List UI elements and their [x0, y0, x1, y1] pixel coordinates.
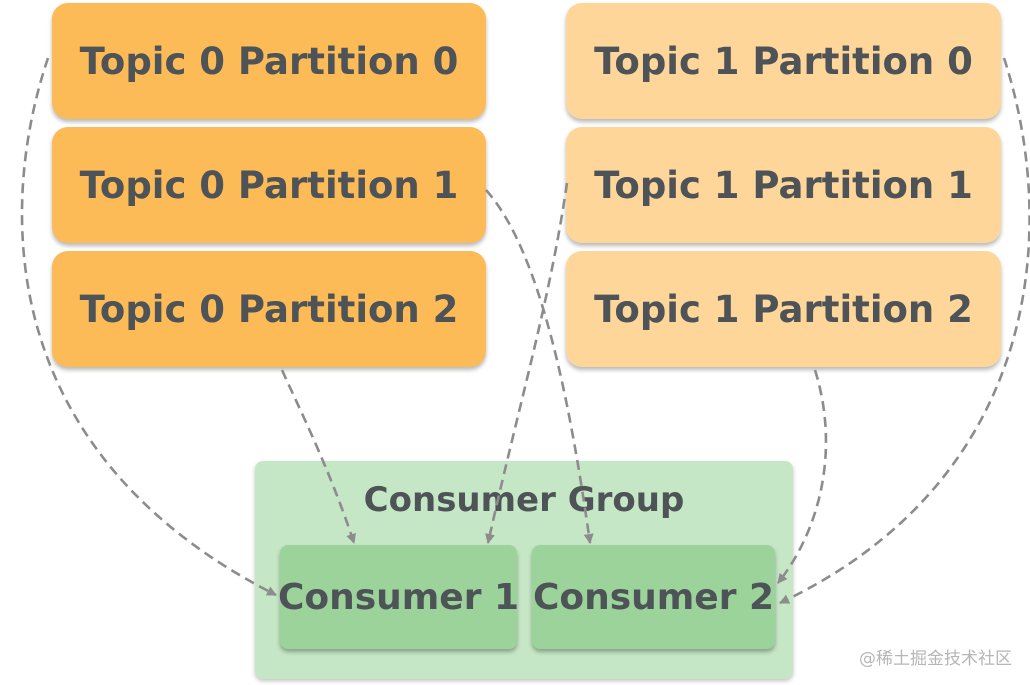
watermark: @稀土掘金技术社区: [859, 649, 1012, 669]
consumer-2: Consumer 2: [532, 545, 775, 649]
topic1-partition1: Topic 1 Partition 1: [566, 127, 1001, 243]
topic0-partition1: Topic 0 Partition 1: [52, 127, 486, 243]
topic1-partition2: Topic 1 Partition 2: [566, 251, 1001, 367]
topic1-partition0: Topic 1 Partition 0: [566, 3, 1001, 119]
consumer-1: Consumer 1: [278, 545, 519, 649]
topic0-partition0: Topic 0 Partition 0: [52, 3, 486, 119]
consumer-group-title: Consumer Group: [363, 480, 685, 520]
topic0-partition2: Topic 0 Partition 2: [52, 251, 486, 367]
